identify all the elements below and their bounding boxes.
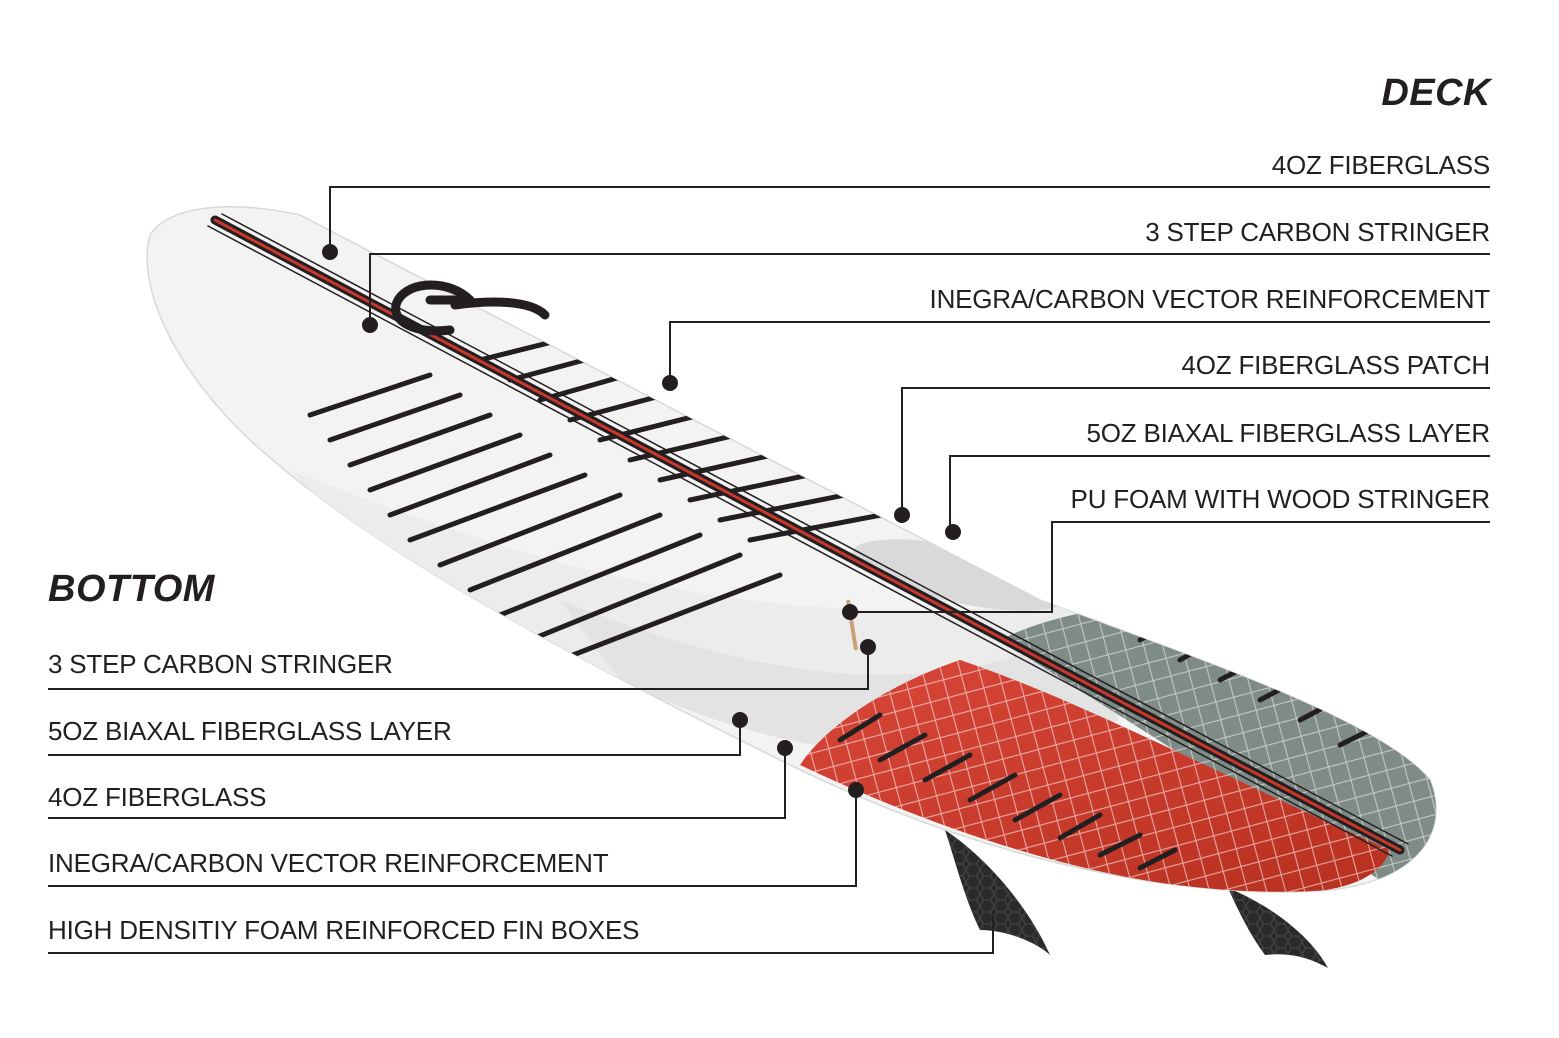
brand-logo-icon bbox=[391, 280, 550, 336]
bottom-label-biaxal-layer: 5OZ BIAXAL FIBERGLASS LAYER bbox=[48, 716, 452, 746]
deck-layer-band bbox=[290, 470, 1200, 729]
deck-heading: DECK bbox=[1381, 72, 1491, 114]
bottom-label-4oz-fiberglass: 4OZ FIBERGLASS bbox=[48, 782, 267, 812]
deck-label-carbon-stringer: 3 STEP CARBON STRINGER bbox=[1145, 217, 1490, 247]
bottom-label-fin-boxes: HIGH DENSITIY FOAM REINFORCED FIN BOXES bbox=[48, 915, 640, 945]
deck-label-biaxal-layer: 5OZ BIAXAL FIBERGLASS LAYER bbox=[1086, 418, 1490, 448]
deck-label-4oz-fiberglass: 4OZ FIBERGLASS bbox=[1271, 150, 1490, 180]
foam-core bbox=[852, 539, 1068, 611]
leader-dots bbox=[322, 244, 961, 798]
deck-label-fiberglass-patch: 4OZ FIBERGLASS PATCH bbox=[1181, 350, 1490, 380]
deck-label-vector-reinforcement: INEGRA/CARBON VECTOR REINFORCEMENT bbox=[929, 284, 1491, 314]
bottom-label-vector-reinforcement: INEGRA/CARBON VECTOR REINFORCEMENT bbox=[48, 848, 609, 878]
bottom-label-carbon-stringer: 3 STEP CARBON STRINGER bbox=[48, 649, 393, 679]
deck-label-pu-foam: PU FOAM WITH WOOD STRINGER bbox=[1070, 484, 1491, 514]
leader-lines bbox=[48, 186, 1490, 954]
bottom-heading: BOTTOM bbox=[48, 568, 215, 610]
fin-group bbox=[945, 830, 1328, 968]
